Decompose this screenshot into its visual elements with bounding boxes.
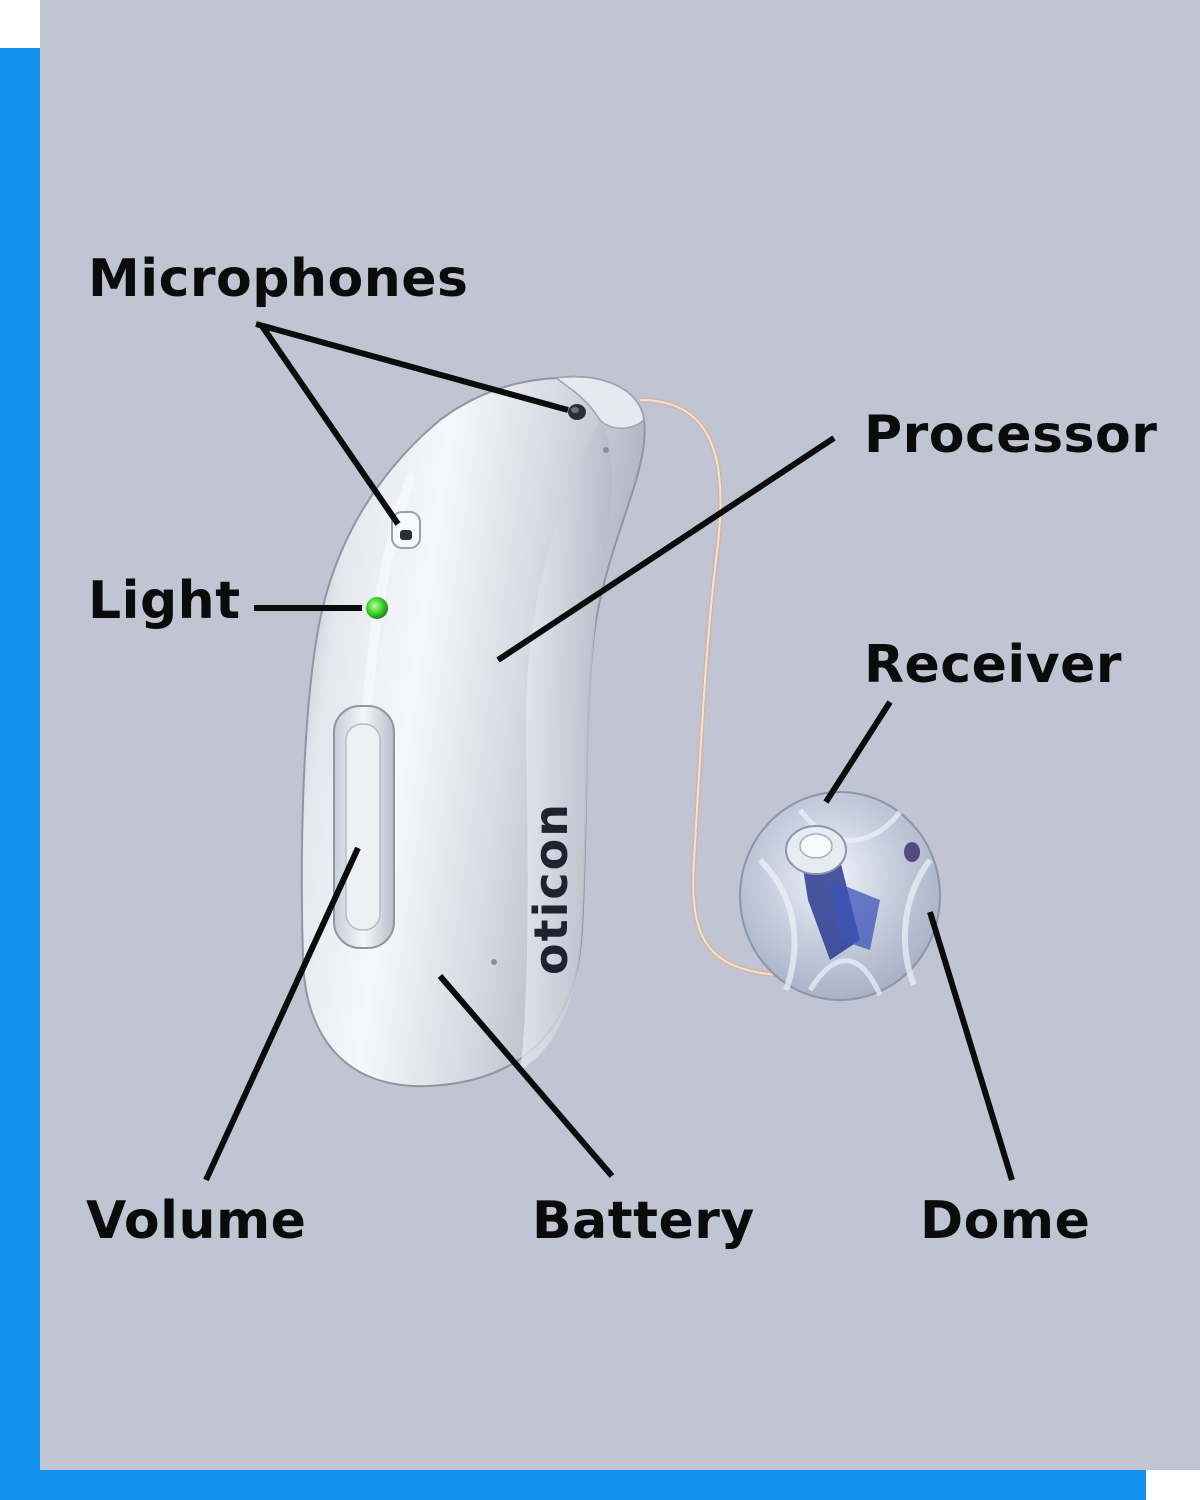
label-light: Light xyxy=(88,571,241,631)
microphone-port-top xyxy=(568,404,586,420)
dome xyxy=(740,792,940,1000)
label-receiver: Receiver xyxy=(864,635,1122,695)
label-battery: Battery xyxy=(532,1191,755,1251)
indicator-light xyxy=(366,597,388,619)
leader-dome xyxy=(930,912,1012,1180)
volume-button xyxy=(334,706,394,948)
label-dome: Dome xyxy=(920,1191,1090,1251)
leader-microphones-top xyxy=(256,324,568,410)
receiver xyxy=(786,826,846,874)
label-microphones: Microphones xyxy=(88,249,468,309)
brand-logo: oticon xyxy=(524,802,578,975)
leader-receiver xyxy=(826,702,890,802)
label-processor: Processor xyxy=(864,405,1157,465)
label-volume: Volume xyxy=(86,1191,306,1251)
